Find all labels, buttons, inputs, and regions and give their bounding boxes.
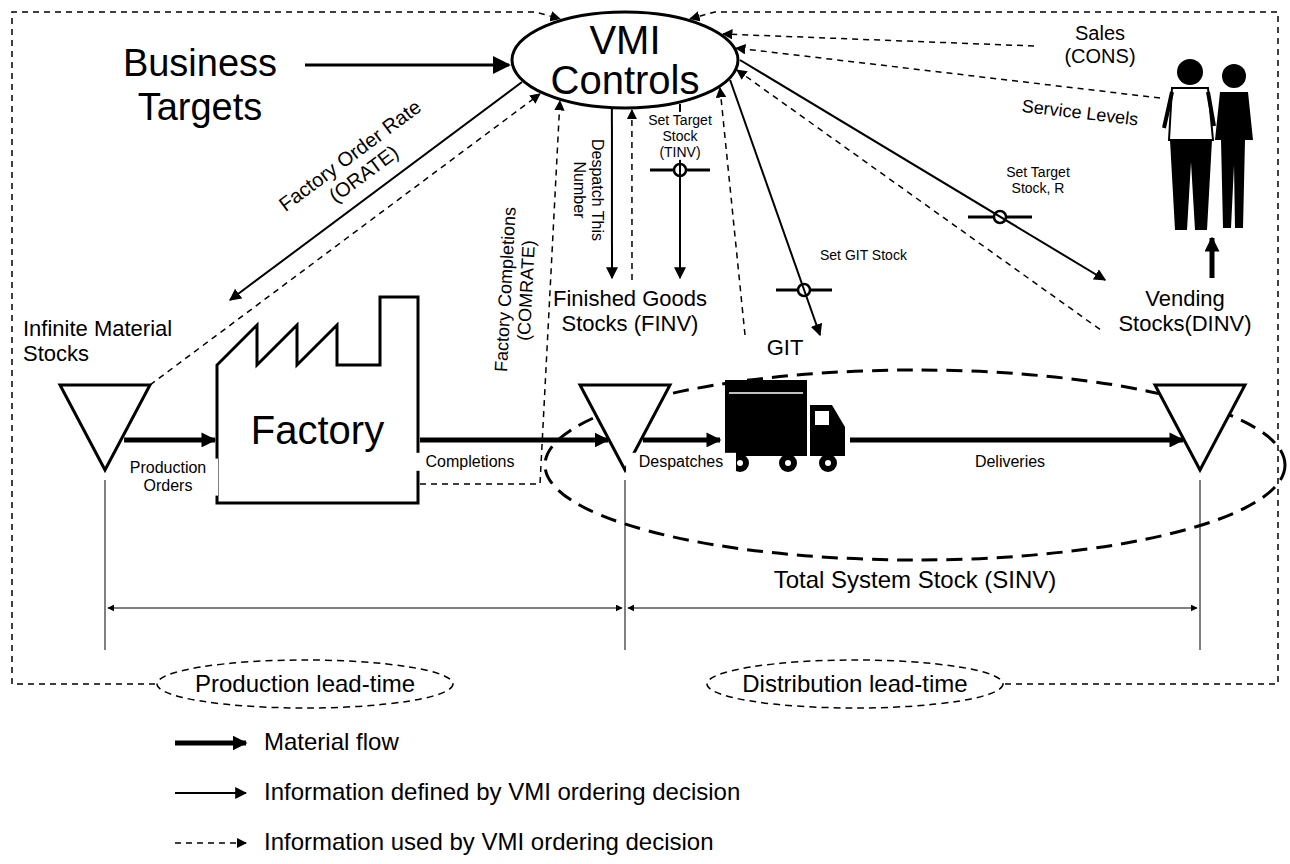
edge-label-holder: Production Orders: [118, 459, 218, 496]
edge-label: Despatches: [626, 453, 736, 471]
truck-wheel: [779, 454, 797, 472]
edge-label-holder: Deliveries: [955, 453, 1065, 471]
connector: [12, 12, 560, 684]
free-label-holder: Service Levels: [1004, 94, 1155, 132]
triangle-outline: [60, 385, 150, 470]
connector: [420, 437, 608, 442]
legend-row: Information used by VMI ordering decisio…: [262, 828, 716, 856]
factory-outline: [217, 297, 418, 503]
connector: [420, 101, 560, 484]
lead-time-ellipse: Distribution lead-time: [705, 658, 1005, 710]
edge-label: Set GIT Stock: [818, 247, 918, 263]
connector: [850, 437, 1183, 442]
edge-label-holder: Set Target Stock (TINV): [643, 112, 717, 160]
dimension-line: [108, 608, 622, 609]
system-stock-boundary: [545, 370, 1285, 560]
connector: [631, 110, 633, 280]
edge-label-holder: Despatch This Number: [570, 130, 607, 250]
dimension-tick: [1200, 480, 1201, 650]
truck-cab: [810, 405, 845, 456]
truck-hub: [785, 460, 791, 466]
truck-node: GIT: [720, 335, 850, 490]
lead-time-ellipse: Production lead-time: [155, 658, 455, 710]
customer-figures: [1164, 59, 1253, 230]
free-label: Business Targets: [95, 42, 305, 129]
stock-triangle: Vending Stocks(DINV): [1100, 280, 1270, 470]
legend-sample: [175, 741, 246, 746]
edge-label: Despatch This Number: [570, 130, 607, 250]
dimension-tick: [105, 480, 106, 650]
node-outline: [215, 295, 420, 505]
truck-trailer: [725, 380, 807, 456]
lead-time-dimensions: [105, 480, 1200, 650]
node-text: Finished Goods Stocks (FINV): [545, 286, 715, 337]
legend-sample: [175, 792, 246, 794]
truck-hub: [737, 460, 743, 466]
legend-row: Material flow: [262, 728, 401, 756]
connector: [720, 88, 745, 335]
business-target-arrow: [305, 64, 509, 67]
truck-hub: [825, 460, 831, 466]
connector: [690, 12, 1278, 684]
sales-flow-arrow: [1210, 238, 1215, 278]
customer-shirt: [1169, 88, 1213, 140]
free-label-holder: Sales (CONS): [1035, 22, 1165, 68]
edge-label-holder: Despatches: [626, 453, 736, 471]
legend-sample: [175, 842, 246, 844]
free-label: Total System Stock (SINV): [735, 566, 1095, 594]
stock-triangle: Infinite Material Stocks: [15, 310, 195, 470]
legend-text: Material flow: [262, 728, 401, 756]
free-label-holder: Total System Stock (SINV): [735, 566, 1095, 594]
legend-text: Information used by VMI ordering decisio…: [262, 828, 716, 856]
factory-shape: Factory: [215, 295, 420, 505]
connector: [611, 109, 613, 278]
edge-label-holder: Completions: [405, 453, 535, 471]
connector: [643, 437, 720, 442]
connector: [730, 80, 820, 335]
customer-head: [1222, 64, 1246, 88]
node-text: Production lead-time: [155, 670, 455, 698]
customer-head: [1177, 59, 1203, 85]
dimension-tick: [625, 480, 626, 650]
dimension-line: [628, 608, 1197, 609]
free-label: Service Levels: [1004, 94, 1155, 132]
connector: [124, 437, 215, 442]
free-label-holder: Business Targets: [95, 42, 305, 129]
edge-label-holder: Factory Completions (COMRATE): [490, 184, 542, 396]
legend-row: Information defined by VMI ordering deci…: [262, 778, 742, 806]
triangle-outline: [1155, 385, 1245, 470]
control-ellipse: VMI Controls: [510, 10, 740, 110]
customer-legs: [1170, 140, 1212, 230]
legend-text: Information defined by VMI ordering deci…: [262, 778, 742, 806]
customer-body: [1215, 92, 1253, 228]
truck-window: [815, 411, 829, 425]
node-text: Distribution lead-time: [705, 670, 1005, 698]
node-text: Factory: [215, 407, 420, 453]
edge-label: Factory Completions (COMRATE): [490, 184, 542, 396]
connector: [150, 94, 540, 385]
edge-label: Production Orders: [118, 459, 218, 496]
connector: [740, 60, 1105, 280]
free-label: Sales (CONS): [1035, 22, 1165, 68]
edge-label: Set Target Stock, R: [998, 164, 1078, 196]
truck-wheel: [819, 454, 837, 472]
edge-label: Completions: [405, 453, 535, 471]
node-text: Infinite Material Stocks: [15, 316, 195, 367]
node-text: VMI Controls: [510, 20, 740, 100]
customer-arms: [1164, 92, 1214, 128]
node-text: Vending Stocks(DINV): [1100, 286, 1270, 337]
stock-triangle: Finished Goods Stocks (FINV): [545, 280, 715, 470]
edge-label-holder: Set Target Stock, R: [998, 164, 1078, 196]
edge-label: Deliveries: [955, 453, 1065, 471]
edge-label: Set Target Stock (TINV): [643, 112, 717, 160]
sales-info-line: [723, 34, 1034, 46]
node-text: GIT: [720, 335, 850, 360]
edge-label-holder: Set GIT Stock: [818, 247, 918, 263]
truck-stripe: [729, 392, 803, 394]
